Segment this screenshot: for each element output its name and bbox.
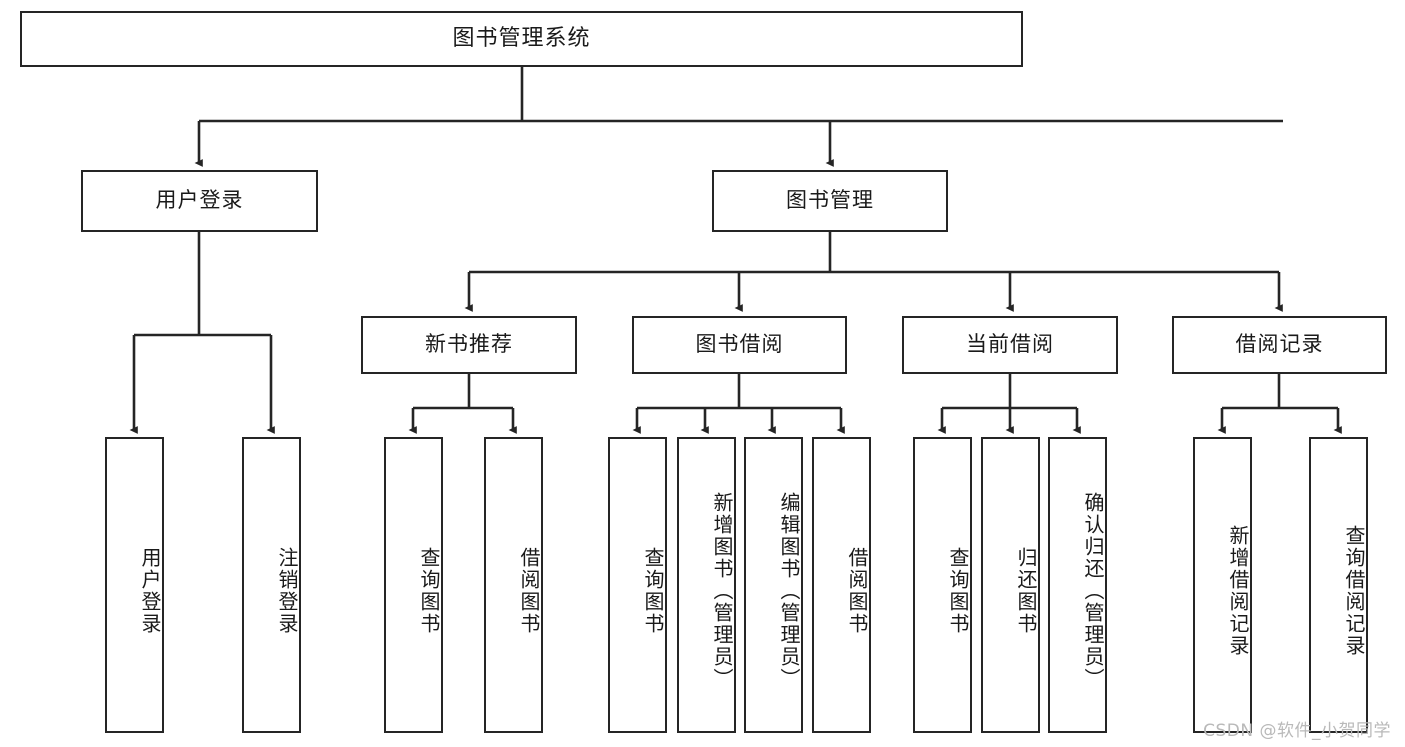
node-label: 用户登录 (138, 547, 162, 635)
leaf-edit-book-admin[interactable]: 编辑图书（管理员） (744, 437, 803, 733)
node-label: 归还图书 (1014, 547, 1038, 635)
leaf-query-book-recommendation[interactable]: 查询图书 (384, 437, 443, 733)
node-new-book-recommendation[interactable]: 新书推荐 (361, 316, 577, 374)
node-label: 图书管理系统 (452, 25, 591, 51)
node-label: 用户登录 (155, 188, 244, 213)
node-label: 新书推荐 (425, 332, 513, 357)
node-borrowing-record[interactable]: 借阅记录 (1172, 316, 1387, 374)
node-label: 确认归还（管理员） (1081, 492, 1105, 690)
node-current-borrowing[interactable]: 当前借阅 (902, 316, 1118, 374)
leaf-query-borrow-record[interactable]: 查询借阅记录 (1309, 437, 1368, 733)
node-label: 查询借阅记录 (1342, 525, 1366, 657)
node-label: 注销登录 (275, 547, 299, 635)
leaf-logout[interactable]: 注销登录 (242, 437, 301, 733)
leaf-confirm-return-admin[interactable]: 确认归还（管理员） (1048, 437, 1107, 733)
leaf-add-borrow-record[interactable]: 新增借阅记录 (1193, 437, 1252, 733)
leaf-user-login[interactable]: 用户登录 (105, 437, 164, 733)
leaf-borrow-book-recommendation[interactable]: 借阅图书 (484, 437, 543, 733)
node-label: 查询图书 (641, 547, 665, 635)
node-root-book-management-system[interactable]: 图书管理系统 (20, 11, 1023, 67)
node-label: 新增图书（管理员） (710, 492, 734, 690)
node-book-management[interactable]: 图书管理 (712, 170, 948, 232)
leaf-add-book-admin[interactable]: 新增图书（管理员） (677, 437, 736, 733)
node-label: 图书借阅 (695, 332, 784, 357)
leaf-borrow-book-borrowing[interactable]: 借阅图书 (812, 437, 871, 733)
node-book-borrowing[interactable]: 图书借阅 (632, 316, 847, 374)
node-label: 查询图书 (417, 547, 441, 635)
leaf-return-book[interactable]: 归还图书 (981, 437, 1040, 733)
node-label: 当前借阅 (966, 332, 1054, 357)
node-label: 图书管理 (786, 188, 874, 213)
leaf-query-book-borrowing[interactable]: 查询图书 (608, 437, 667, 733)
node-user-login[interactable]: 用户登录 (81, 170, 318, 232)
node-label: 编辑图书（管理员） (777, 492, 801, 690)
csdn-watermark: CSDN @软件_小贺同学 (1203, 721, 1391, 741)
node-label: 借阅图书 (845, 547, 869, 635)
node-label: 查询图书 (946, 547, 970, 635)
leaf-query-book-current[interactable]: 查询图书 (913, 437, 972, 733)
node-label: 借阅记录 (1235, 332, 1324, 357)
node-label: 借阅图书 (517, 547, 541, 635)
node-label: 新增借阅记录 (1226, 525, 1250, 657)
